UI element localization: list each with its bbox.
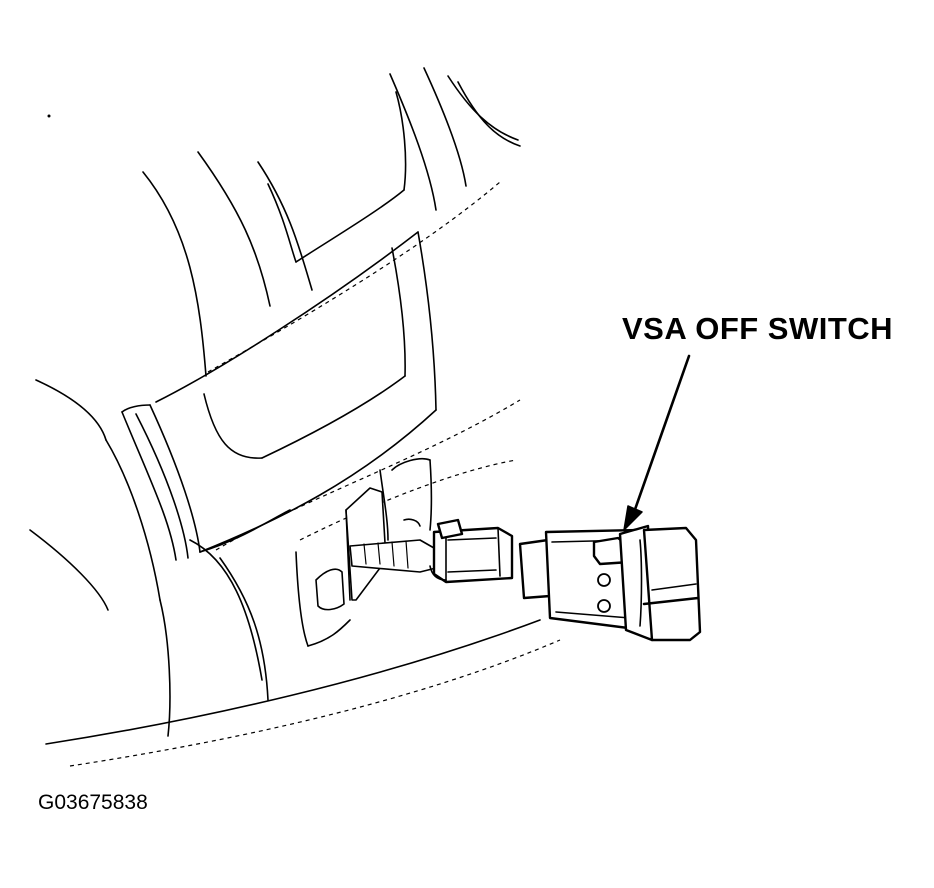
vsa-off-switch-part — [518, 524, 702, 642]
dashboard-panel-drawing — [29, 67, 561, 767]
leader-arrow — [623, 354, 691, 531]
vsa-off-switch-label: VSA OFF SWITCH — [622, 311, 894, 346]
figure-id: G03675838 — [38, 791, 148, 814]
wire-harness-connector — [345, 487, 514, 601]
